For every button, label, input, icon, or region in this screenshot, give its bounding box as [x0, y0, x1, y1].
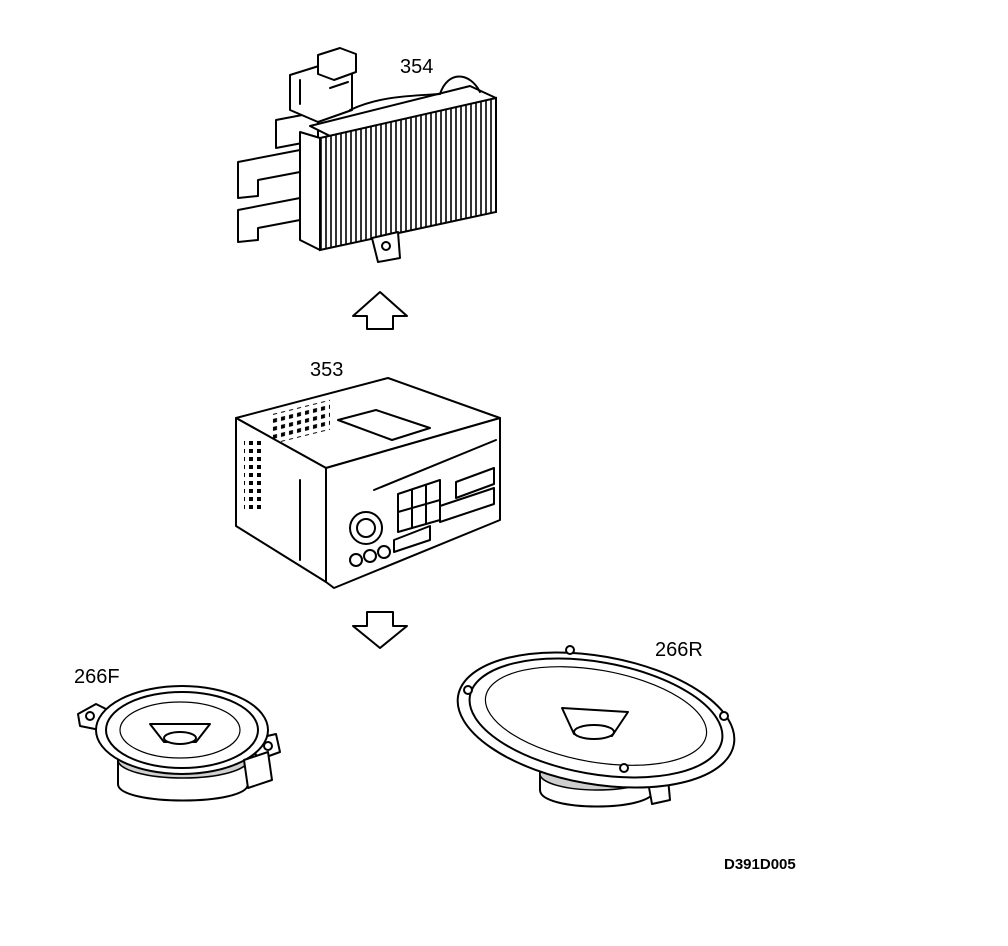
arrow-up-icon	[352, 291, 408, 330]
label-266R: 266R	[655, 639, 703, 661]
radio-unit	[235, 377, 501, 589]
label-266F: 266F	[74, 666, 120, 688]
arrow-down-icon	[352, 611, 408, 649]
label-354: 354	[400, 56, 433, 78]
amplifier-unit	[237, 47, 497, 263]
label-353: 353	[310, 359, 343, 381]
front-speaker	[77, 685, 281, 802]
drawing-code: D391D005	[724, 856, 796, 873]
rear-speaker	[456, 645, 736, 808]
